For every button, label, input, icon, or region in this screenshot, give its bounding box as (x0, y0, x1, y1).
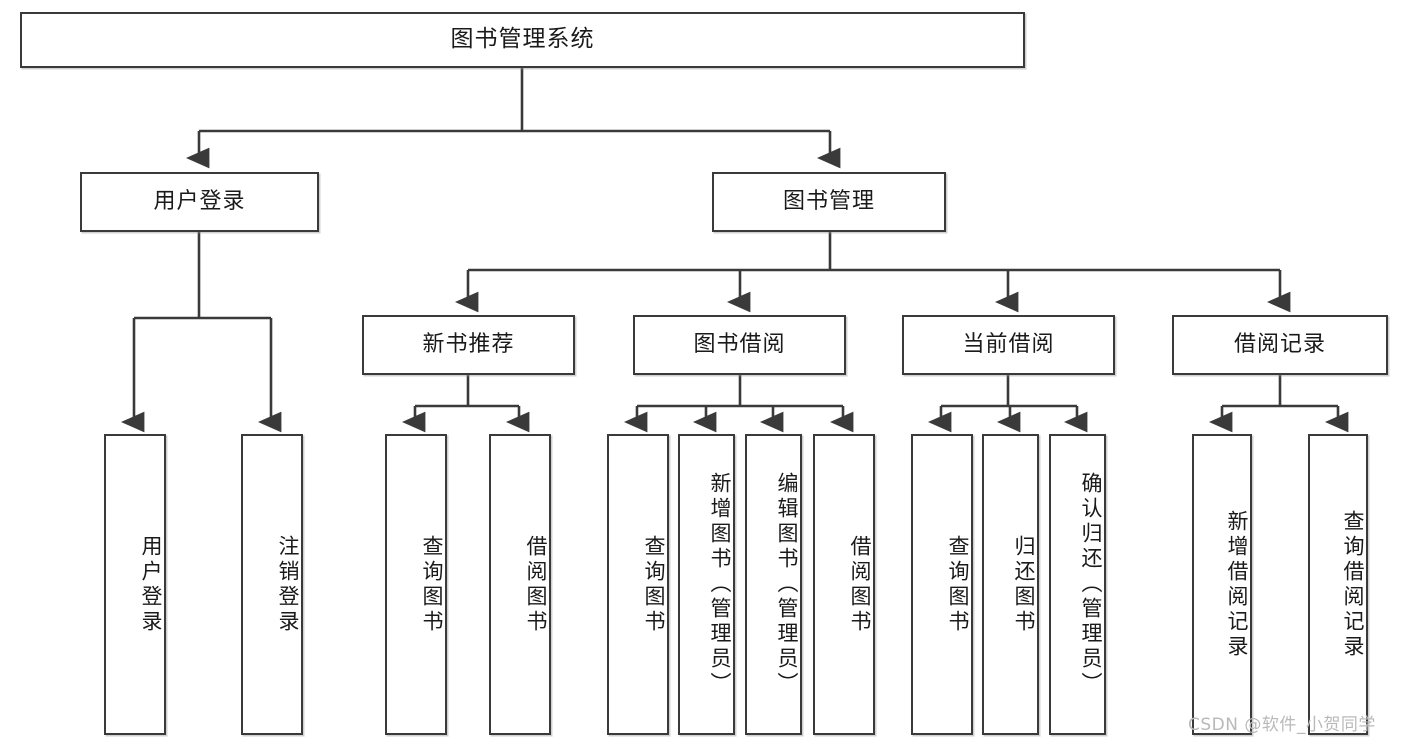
node-leaf-rec-borrow-book[interactable]: 借阅图书 (489, 434, 551, 735)
node-book-borrow-label: 图书借阅 (693, 331, 786, 357)
node-leaf-rec-query-book-label: 查询图书 (420, 534, 444, 635)
node-leaf-bb-edit-book[interactable]: 编辑图书（管理员） (745, 434, 802, 735)
node-leaf-cb-confirm-return-label: 确认归还（管理员） (1079, 472, 1103, 697)
node-leaf-bb-add-book[interactable]: 新增图书（管理员） (678, 434, 735, 735)
node-leaf-cb-query-book-label: 查询图书 (946, 534, 970, 635)
node-leaf-br-add-record[interactable]: 新增借阅记录 (1192, 434, 1252, 735)
node-leaf-bb-edit-book-label: 编辑图书（管理员） (775, 472, 799, 697)
node-leaf-rec-borrow-book-label: 借阅图书 (524, 534, 548, 635)
node-borrow-record-label: 借阅记录 (1233, 331, 1326, 357)
node-leaf-bb-add-book-label: 新增图书（管理员） (708, 472, 732, 697)
node-leaf-cb-return-book[interactable]: 归还图书 (982, 434, 1039, 735)
node-leaf-cb-return-book-label: 归还图书 (1012, 534, 1036, 635)
node-current-borrow[interactable]: 当前借阅 (902, 315, 1115, 375)
watermark-text: CSDN @软件_小贺同学 (1188, 715, 1376, 735)
node-leaf-br-query-record[interactable]: 查询借阅记录 (1308, 434, 1368, 735)
node-leaf-user-login-label: 用户登录 (139, 534, 163, 635)
node-book-borrow[interactable]: 图书借阅 (633, 315, 846, 375)
node-leaf-cb-confirm-return[interactable]: 确认归还（管理员） (1049, 434, 1106, 735)
node-leaf-user-login[interactable]: 用户登录 (104, 434, 166, 735)
node-borrow-record[interactable]: 借阅记录 (1172, 315, 1388, 375)
node-user-login[interactable]: 用户登录 (80, 172, 319, 232)
node-leaf-user-logout[interactable]: 注销登录 (241, 434, 303, 735)
node-leaf-bb-query-book-label: 查询图书 (642, 534, 666, 635)
node-user-login-label: 用户登录 (153, 188, 246, 214)
node-new-book-rec-label: 新书推荐 (422, 331, 515, 357)
node-root-label: 图书管理系统 (450, 26, 595, 53)
node-new-book-rec[interactable]: 新书推荐 (362, 315, 575, 375)
node-leaf-br-add-record-label: 新增借阅记录 (1225, 509, 1249, 660)
node-leaf-br-query-record-label: 查询借阅记录 (1341, 509, 1365, 660)
node-root[interactable]: 图书管理系统 (20, 12, 1025, 68)
node-book-manage[interactable]: 图书管理 (712, 172, 946, 232)
node-leaf-bb-query-book[interactable]: 查询图书 (607, 434, 669, 735)
node-book-manage-label: 图书管理 (782, 188, 875, 214)
node-current-borrow-label: 当前借阅 (962, 331, 1055, 357)
node-leaf-user-logout-label: 注销登录 (276, 534, 300, 635)
node-leaf-cb-query-book[interactable]: 查询图书 (911, 434, 973, 735)
node-leaf-bb-borrow-book-label: 借阅图书 (848, 534, 872, 635)
node-leaf-bb-borrow-book[interactable]: 借阅图书 (813, 434, 875, 735)
node-leaf-rec-query-book[interactable]: 查询图书 (385, 434, 447, 735)
